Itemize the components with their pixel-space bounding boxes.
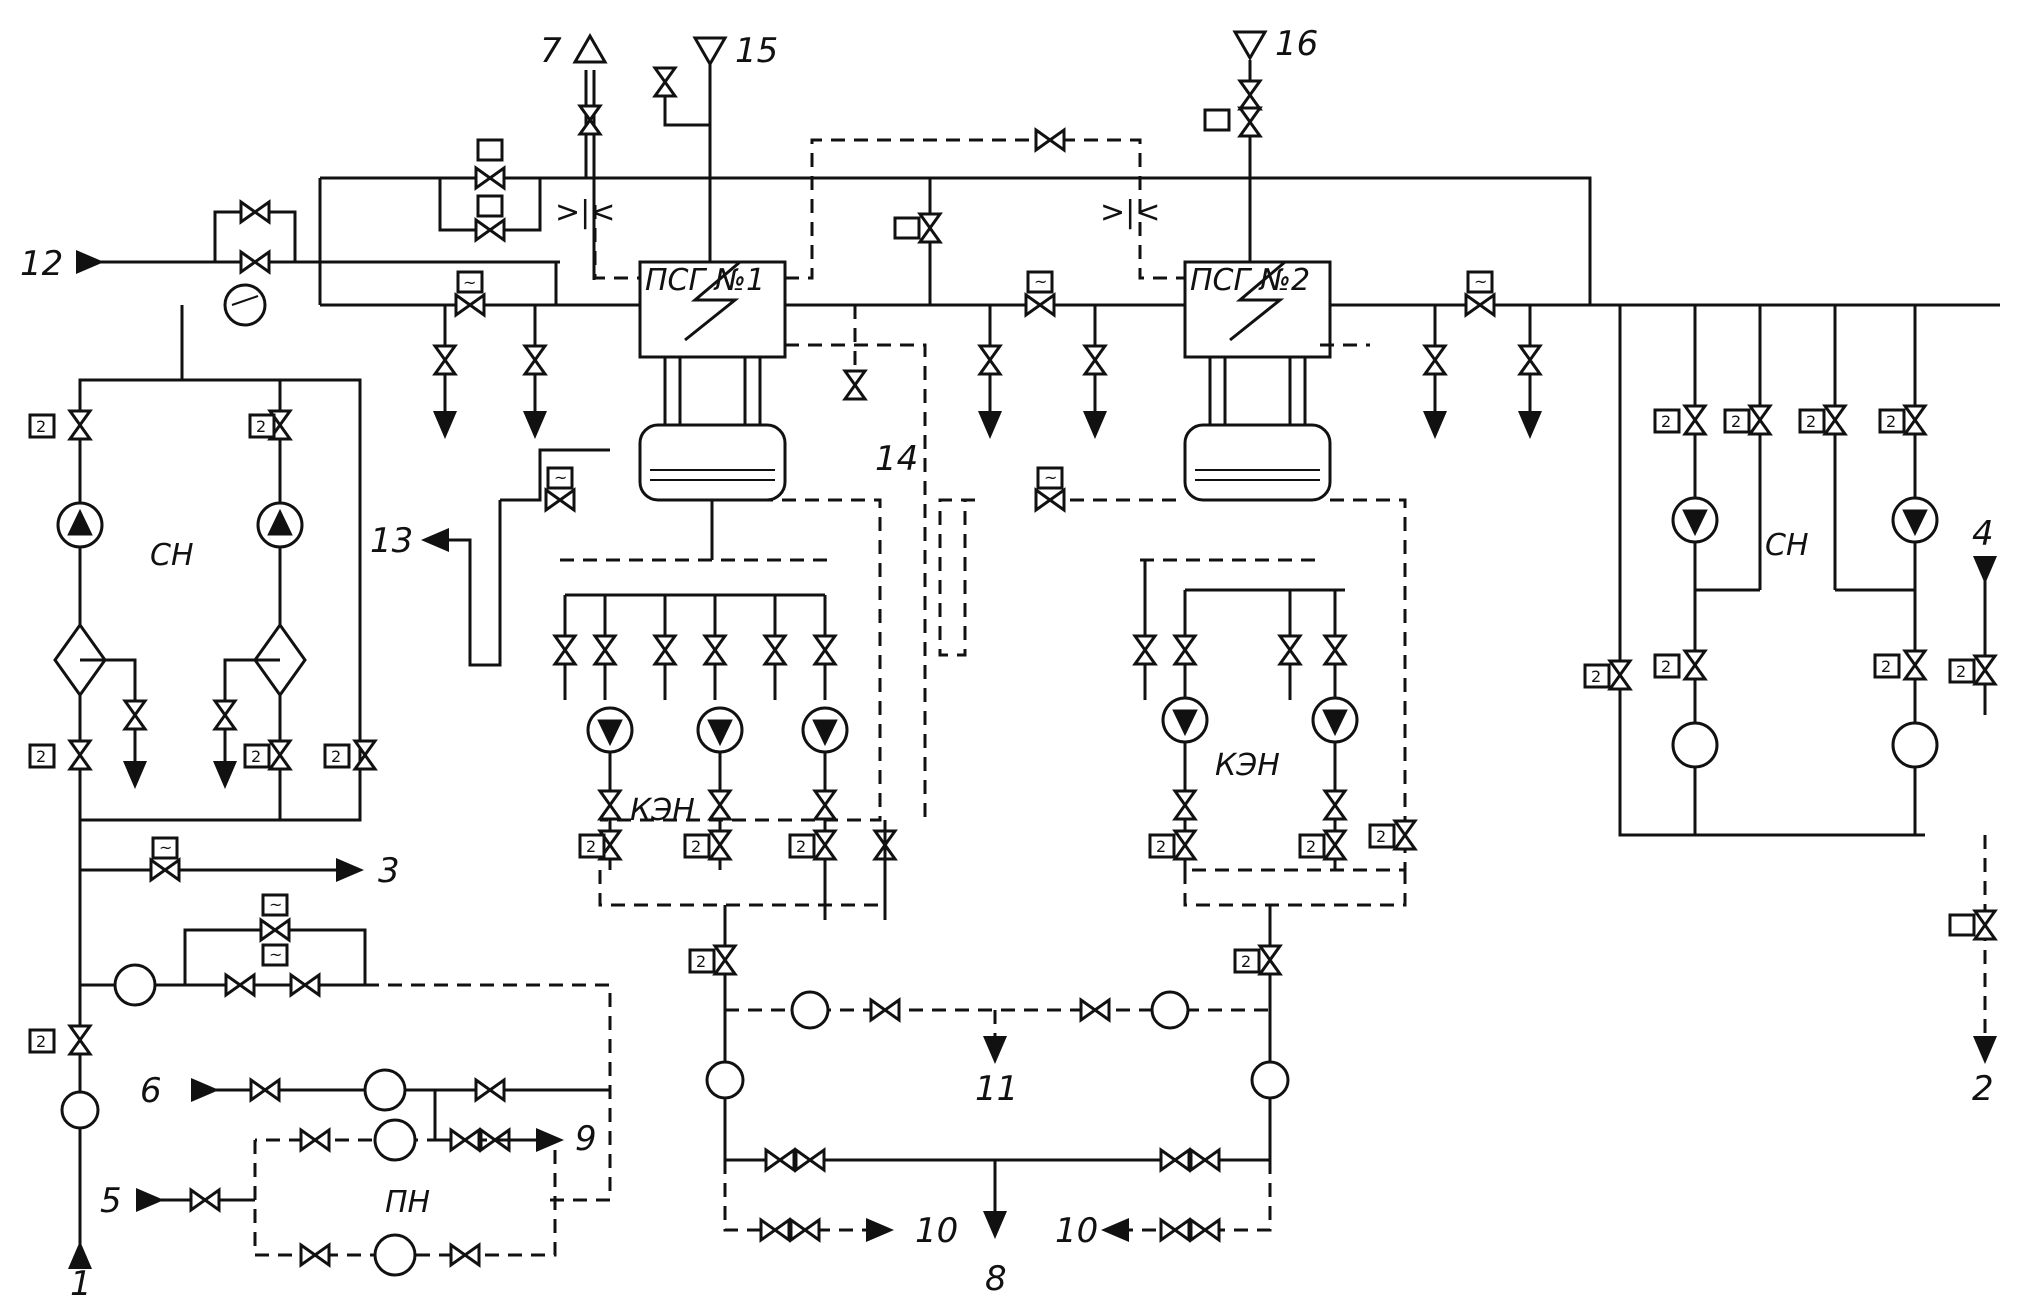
drains-right xyxy=(1423,293,1542,439)
outlet-2-4: 4 2 xyxy=(1948,514,1997,1109)
svg-text:~: ~ xyxy=(269,945,282,964)
bypass-valves-12: ~ xyxy=(213,200,486,317)
svg-text:2: 2 xyxy=(691,837,701,856)
transfer-line xyxy=(938,488,1185,657)
node-label-2: 2 xyxy=(1972,1069,1994,1109)
node-label-16: 16 xyxy=(1275,24,1318,64)
svg-text:~: ~ xyxy=(1474,272,1487,291)
psg-1-label: ПСГ №1 xyxy=(645,263,765,298)
svg-text:2: 2 xyxy=(1241,952,1251,971)
heater-psg-1: ПСГ №1 xyxy=(638,260,787,502)
svg-text:2: 2 xyxy=(36,1032,46,1051)
sn-right-label: СН xyxy=(1765,528,1809,563)
svg-text:2: 2 xyxy=(36,417,46,436)
svg-text:2: 2 xyxy=(1376,827,1386,846)
node-label-15: 15 xyxy=(735,31,778,71)
node-label-8: 8 xyxy=(985,1259,1007,1299)
inlet-12-13: 12 13 xyxy=(20,244,610,667)
svg-text:~: ~ xyxy=(1034,272,1047,291)
node-label-1: 1 xyxy=(70,1264,92,1304)
svg-text:2: 2 xyxy=(1306,837,1316,856)
heater-psg-2: ПСГ №2 xyxy=(1183,260,1332,502)
outlets-top: 7 15 xyxy=(540,31,778,280)
svg-text:2: 2 xyxy=(1156,837,1166,856)
node-label-14: 14 xyxy=(875,439,918,479)
svg-text:2: 2 xyxy=(331,747,341,766)
svg-text:2: 2 xyxy=(256,417,266,436)
condensate-pumps-right: КЭН xyxy=(1133,558,1417,907)
svg-text:2: 2 xyxy=(1886,412,1896,431)
node-label-6: 6 xyxy=(140,1071,162,1111)
condensate-pumps-left: КЭН xyxy=(553,500,897,920)
pn-label: ПН xyxy=(385,1185,430,1220)
regulator-boxes: ~ ~ ~ ~ ~ ~ ~ xyxy=(151,270,1494,967)
svg-text:~: ~ xyxy=(554,468,567,487)
network-pumps-right: СН xyxy=(1608,305,1939,837)
node-label-5: 5 xyxy=(100,1181,122,1221)
node-label-3: 3 xyxy=(378,851,400,891)
node-label-10a: 10 xyxy=(915,1211,958,1251)
svg-text:2: 2 xyxy=(1731,412,1741,431)
condensate-return: 11 8 10 10 xyxy=(705,905,1290,1299)
actuator-boxes: 2 2 2 2 2 2 2 2 2 2 2 2 2 2 2 2 2 2 2 2 … xyxy=(28,408,1976,1054)
svg-text:2: 2 xyxy=(586,837,596,856)
svg-text:2: 2 xyxy=(1806,412,1816,431)
ken-right-label: КЭН xyxy=(1215,748,1280,783)
drains-middle xyxy=(893,178,1107,439)
svg-text:~: ~ xyxy=(1044,468,1057,487)
flowmeter-main-icon xyxy=(223,283,267,327)
outlet-3: 3 xyxy=(78,820,400,1250)
svg-text:2: 2 xyxy=(796,837,806,856)
node-label-10b: 10 xyxy=(1055,1211,1098,1251)
psg-2-label: ПСГ №2 xyxy=(1190,263,1310,298)
svg-text:>|<: >|< xyxy=(555,195,615,230)
steam-lines: 14 >|< >|< xyxy=(555,128,1407,872)
svg-text:2: 2 xyxy=(1881,657,1891,676)
svg-text:2: 2 xyxy=(1956,662,1966,681)
outlet-16: 16 xyxy=(1203,24,1318,262)
node-label-4: 4 xyxy=(1972,514,1994,554)
svg-text:2: 2 xyxy=(36,747,46,766)
svg-text:2: 2 xyxy=(251,747,261,766)
svg-text:2: 2 xyxy=(1661,412,1671,431)
node-label-7: 7 xyxy=(540,31,562,71)
svg-text:~: ~ xyxy=(159,838,172,857)
node-label-13: 13 xyxy=(370,521,413,561)
svg-text:2: 2 xyxy=(1661,657,1671,676)
svg-text:~: ~ xyxy=(269,895,282,914)
node-label-12: 12 xyxy=(20,244,63,284)
ken-left-label: КЭН xyxy=(630,793,695,828)
makeup-section: 1 6 9 5 ПН xyxy=(60,918,612,1304)
regulator-label: ~ xyxy=(463,273,476,292)
regulating-valves-upper xyxy=(438,138,542,242)
svg-text:2: 2 xyxy=(696,952,706,971)
svg-text:>|<: >|< xyxy=(1100,195,1160,230)
svg-text:2: 2 xyxy=(1591,667,1601,686)
drains-left xyxy=(433,305,547,439)
node-label-11: 11 xyxy=(975,1069,1018,1109)
sn-left-label: СН xyxy=(150,538,194,573)
node-label-9: 9 xyxy=(575,1119,597,1159)
network-pumps-left: СН xyxy=(53,380,377,820)
